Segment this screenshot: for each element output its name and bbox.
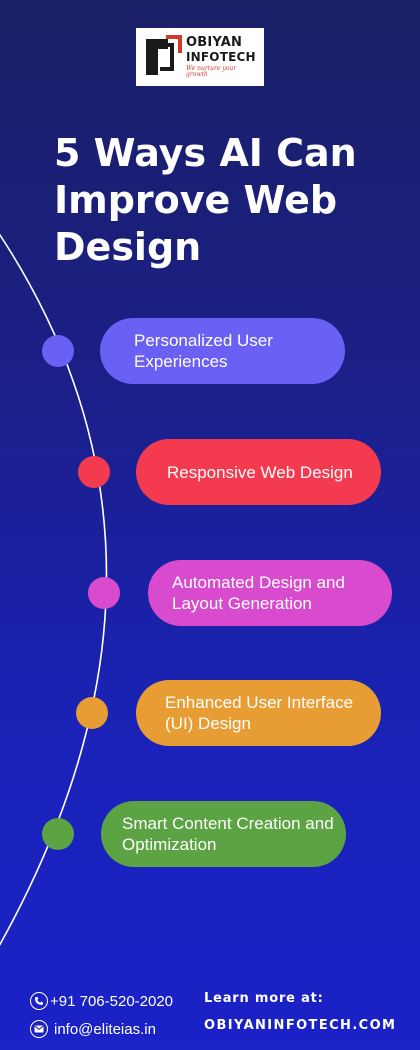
way-3-label: Automated Design and Layout Generation (172, 573, 345, 613)
website-link[interactable]: OBIYANINFOTECH.COM (204, 1018, 397, 1033)
phone-number[interactable]: +91 706-520-2020 (50, 992, 174, 1010)
way-2-dot (78, 456, 110, 488)
brand-name-line2: INFOTECH (186, 50, 256, 64)
way-4-label: Enhanced User Interface (UI) Design (165, 693, 354, 733)
obiyan-logo-mark-icon (146, 35, 182, 75)
way-1-pill: Personalized User Experiences (100, 318, 345, 384)
way-2-label: Responsive Web Design (167, 462, 353, 482)
way-5-label: Smart Content Creation and Optimization (122, 814, 334, 854)
email-row: info@eliteias.in (30, 1020, 156, 1038)
way-1-label: Personalized User Experiences (134, 331, 273, 371)
way-5-pill: Smart Content Creation and Optimization (101, 801, 346, 867)
learn-more-label: Learn more at: (204, 991, 324, 1006)
way-4-pill: Enhanced User Interface (UI) Design (136, 680, 381, 746)
email-address[interactable]: info@eliteias.in (54, 1020, 156, 1038)
brand-text: OBIYAN INFOTECH We nurture your growth (186, 36, 258, 78)
way-4-dot (76, 697, 108, 729)
brand-tagline: We nurture your growth (186, 65, 237, 78)
phone-icon (30, 992, 48, 1010)
phone-row: +91 706-520-2020 (30, 992, 173, 1010)
brand-logo: OBIYAN INFOTECH We nurture your growth (136, 28, 264, 86)
way-2-pill: Responsive Web Design (136, 439, 381, 505)
brand-name-line1: OBIYAN (186, 35, 243, 50)
mail-icon (30, 1020, 48, 1038)
way-3-pill: Automated Design and Layout Generation (148, 560, 392, 626)
page-title: 5 Ways AI Can Improve Web Design (54, 131, 357, 269)
way-5-dot (42, 818, 74, 850)
way-1-dot (42, 335, 74, 367)
way-3-dot (88, 577, 120, 609)
